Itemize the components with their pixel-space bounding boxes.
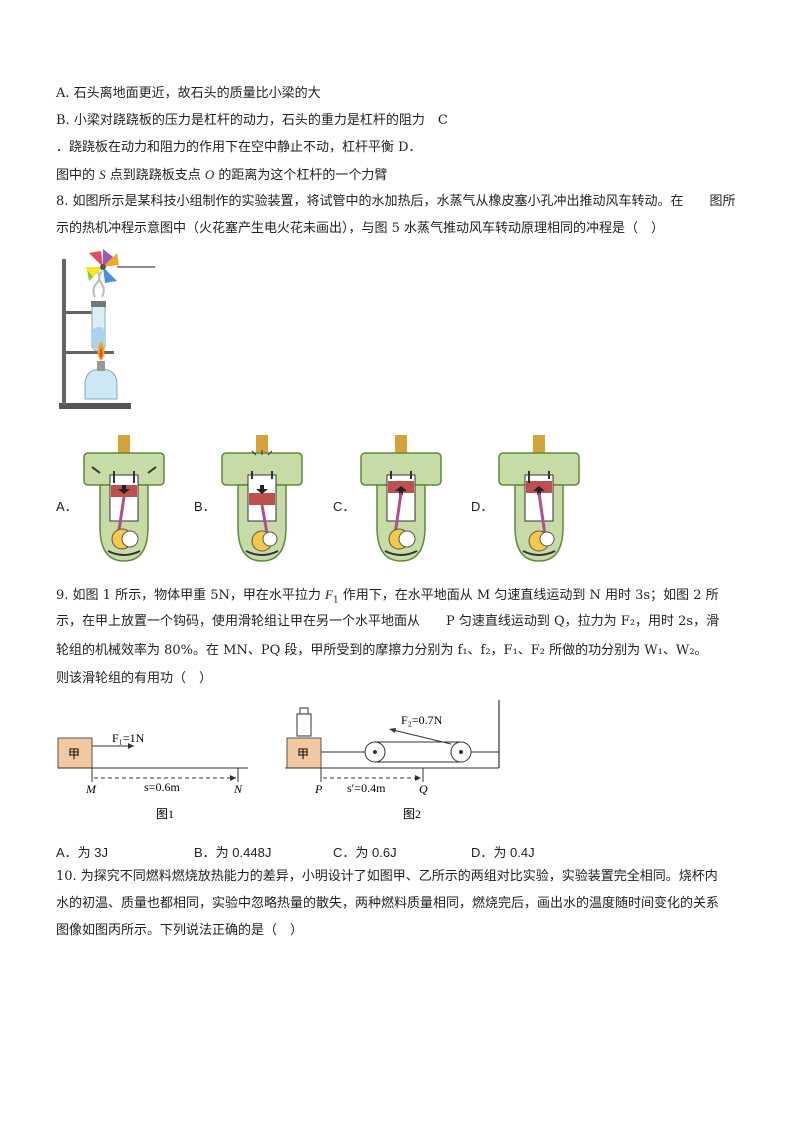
figure-2: 甲 F₂=0.7N s′=0.4m P Q 图2 — [285, 700, 500, 821]
q10-line2: 水的初温、质量也都相同，实验中忽略热量的散失，两种燃料质量相同，燃烧完后，画出水… — [56, 896, 720, 911]
q8-line2: 示的热机冲程示意图中（火花塞产生电火花未画出），与图 5 水蒸气推动风车转动原理… — [56, 221, 665, 236]
engine-diagram-d — [498, 435, 580, 562]
q9-line1-a: 9. 如图 1 所示，物体甲重 5N，甲在水平拉力 — [56, 588, 325, 603]
q9-line2: 示，在甲上放置一个钩码，使用滑轮组让甲在另一个水平地面从 P 匀速直线运动到 Q… — [56, 614, 720, 629]
fig2-point-q: Q — [419, 782, 428, 796]
q7-option-c: ．跷跷板在动力和阻力的作用下在空中静止不动，杠杆平衡 D． — [56, 140, 422, 155]
engine-diagram-c — [360, 435, 442, 562]
q8-option-d-label: D． — [471, 499, 494, 514]
fig1-block-label: 甲 — [68, 747, 80, 761]
q7-d-s: S — [99, 167, 106, 182]
engine-diagram-a — [83, 435, 165, 562]
q7-d-pre: 图中的 — [56, 168, 100, 183]
q8-option-a-label: A． — [56, 499, 78, 514]
q9-option-a: A．为 3J — [56, 845, 109, 860]
q9-option-c: C．为 0.6J — [333, 845, 397, 860]
fig1-distance-label: s=0.6m — [144, 780, 180, 794]
q9-line4: 则该滑轮组的有用功（ ） — [56, 671, 213, 686]
q7-d-o: O — [204, 167, 215, 182]
q7-d-post: 的距离为这个杠杆的一个力臂 — [214, 168, 388, 183]
fig2-point-p: P — [314, 782, 323, 796]
q7-option-a: A. 石头离地面更近，故石头的质量比小梁的大 — [56, 86, 321, 101]
q10-line1: 10. 为探究不同燃料燃烧放热能力的差异，小明设计了如图甲、乙所示的两组对比实验… — [56, 869, 718, 884]
fig1-caption: 图1 — [156, 807, 174, 821]
q9-line1-b: 作用下，在水平地面从 M 匀速直线运动到 N 用时 3s；如图 2 所 — [338, 588, 719, 603]
figure-1: 甲 F₁=1N s=0.6m M N 图1 — [57, 731, 248, 821]
q10-line3: 图像如图丙所示。下列说法正确的是（ ） — [56, 923, 304, 938]
q9-option-d: D．为 0.4J — [471, 845, 535, 860]
q9-line1-f-sub: 1 — [332, 595, 339, 606]
q8-option-c-label: C． — [333, 499, 356, 514]
fig1-point-n: N — [233, 782, 243, 796]
fig2-distance-label: s′=0.4m — [347, 781, 386, 795]
q9-line1-f: F — [324, 587, 333, 602]
q8-option-b-label: B． — [194, 499, 216, 514]
q7-option-b: B. 小梁对跷跷板的压力是杠杆的动力，石头的重力是杠杆的阻力 C — [56, 113, 448, 128]
engine-diagram-b — [221, 435, 303, 562]
pinwheel-apparatus — [59, 249, 155, 409]
q9-option-b: B．为 0.448J — [194, 845, 272, 860]
fig1-force-label: F₁=1N — [112, 731, 145, 745]
fig1-point-m: M — [85, 782, 97, 796]
q7-d-mid: 点到跷跷板支点 — [105, 168, 205, 183]
q9-line3: 轮组的机械效率为 80%。在 MN、PQ 段，甲所受到的摩擦力分别为 f₁、f₂… — [56, 643, 708, 658]
q7-option-d: 图中的 S 点到跷跷板支点 O 的距离为这个杠杆的一个力臂 — [56, 167, 387, 184]
fig2-force-label: F₂=0.7N — [401, 713, 443, 727]
q9-line1: 9. 如图 1 所示，物体甲重 5N，甲在水平拉力 F1 作用下，在水平地面从 … — [56, 587, 719, 609]
q8-line1: 8. 如图所示是某科技小组制作的实验装置，将试管中的水加热后，水蒸气从橡皮塞小孔… — [56, 194, 736, 209]
fig2-caption: 图2 — [403, 807, 421, 821]
fig2-block-label: 甲 — [297, 747, 309, 761]
